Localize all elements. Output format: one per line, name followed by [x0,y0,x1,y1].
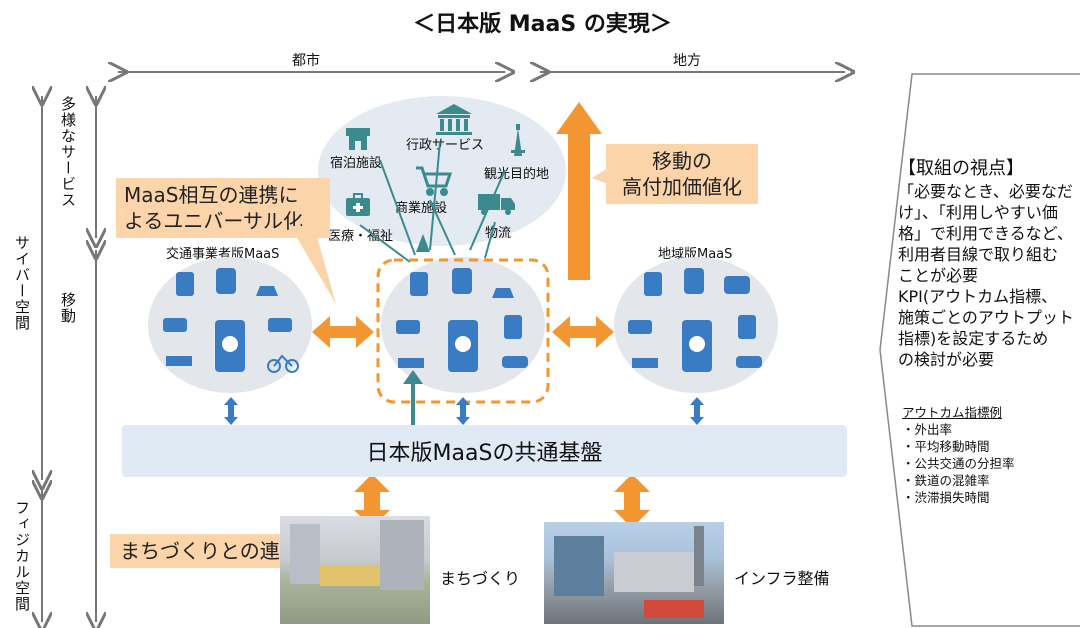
panel-line: 施策ごとのアウトプット [898,308,1074,327]
diagram-title: ＜日本版 MaaS の実現＞ [413,12,672,37]
car-icon [736,356,762,368]
train-icon [452,268,472,294]
train-icon [684,268,704,294]
car-icon [492,288,514,298]
smartphone-icon [215,320,245,372]
ship-icon [166,356,192,366]
perspective-panel: 【取組の視点】 「必要なとき、必要なだ け」、「利用しやすい価 格」で利用できる… [898,157,1084,370]
small-bus-icon [724,276,750,294]
car-icon [502,356,528,368]
label-cyber-space: サイバー空間 [13,235,31,331]
service-tourism: 観光目的地 [484,167,550,182]
bus-icon [410,272,428,296]
common-platform: 日本版MaaSの共通基盤 [122,425,847,477]
service-administration: 行政サービス [406,138,485,153]
town-development-photo [280,516,430,624]
axis-label-urban: 都市 [292,53,320,69]
bus-icon [644,272,662,296]
train-icon [216,268,236,294]
taxi-icon [163,318,187,332]
callout-universalization: MaaS相互の連携に よるユニバーサル化 [116,178,330,238]
bus-icon [738,315,756,339]
outcome-item: ・鉄道の混雑率 [902,473,990,488]
panel-line: ことが必要 [898,266,979,285]
panel-line: の検討が必要 [898,350,995,369]
infrastructure-photo [544,522,724,624]
outcome-item: ・渋滞損失時間 [902,490,990,505]
callout-high-value: 移動の 高付加価値化 [606,144,758,204]
label-mobility: 移動 [59,292,77,324]
operator-maas-label: 交通事業者版MaaS [166,247,280,262]
panel-line: KPI(アウトカム指標、 [898,287,1058,306]
taxi-icon [628,320,652,334]
callout-high-value-line2: 高付加価値化 [622,175,742,199]
service-logistics: 物流 [485,226,512,241]
callout-town-development: まちづくりとの連携 [110,534,310,568]
service-commerce: 商業施設 [395,201,448,216]
outcome-examples: アウトカム指標例 ・外出率 ・平均移動時間 ・公共交通の分担率 ・鉄道の混雑率 … [902,404,1082,506]
outcome-item: ・外出率 [902,422,953,437]
smartphone-icon [448,320,478,372]
outcome-item: ・公共交通の分担率 [902,456,1015,471]
panel-line: け」、「利用しやすい価 [898,203,1058,222]
car-icon [256,286,278,296]
label-physical-space: フィジカル空間 [13,500,31,612]
panel-line: 指標)を設定するため [898,329,1049,348]
service-medical: 医療・福祉 [328,229,394,244]
label-diverse-services: 多様なサービス [59,96,77,208]
callout-universalization-line1: MaaS相互の連携に [124,183,299,207]
bus-icon [176,272,194,296]
town-development-label: まちづくり [440,569,521,588]
panel-line: 「必要なとき、必要なだ [898,182,1073,201]
panel-line: 利用者目線で取り組む [898,245,1059,264]
bus-icon [504,315,522,339]
service-accommodation: 宿泊施設 [330,156,383,171]
bicycle-icon [267,354,299,373]
callout-high-value-line1: 移動の [652,149,712,173]
outcome-item: ・平均移動時間 [902,439,990,454]
panel-line: 格」で利用できるなど、 [898,224,1073,243]
smartphone-icon [682,320,712,372]
regional-maas-label: 地域版MaaS [658,247,733,262]
infrastructure-label: インフラ整備 [734,569,830,588]
ship-icon [398,358,424,368]
outcome-title: アウトカム指標例 [902,405,1003,420]
taxi-icon [396,320,420,334]
ship-icon [632,358,658,368]
car-share-icon [268,318,292,332]
axis-label-rural: 地方 [673,53,701,69]
panel-heading: 【取組の視点】 [898,158,1024,179]
callout-universalization-line2: よるユニバーサル化 [124,209,303,233]
